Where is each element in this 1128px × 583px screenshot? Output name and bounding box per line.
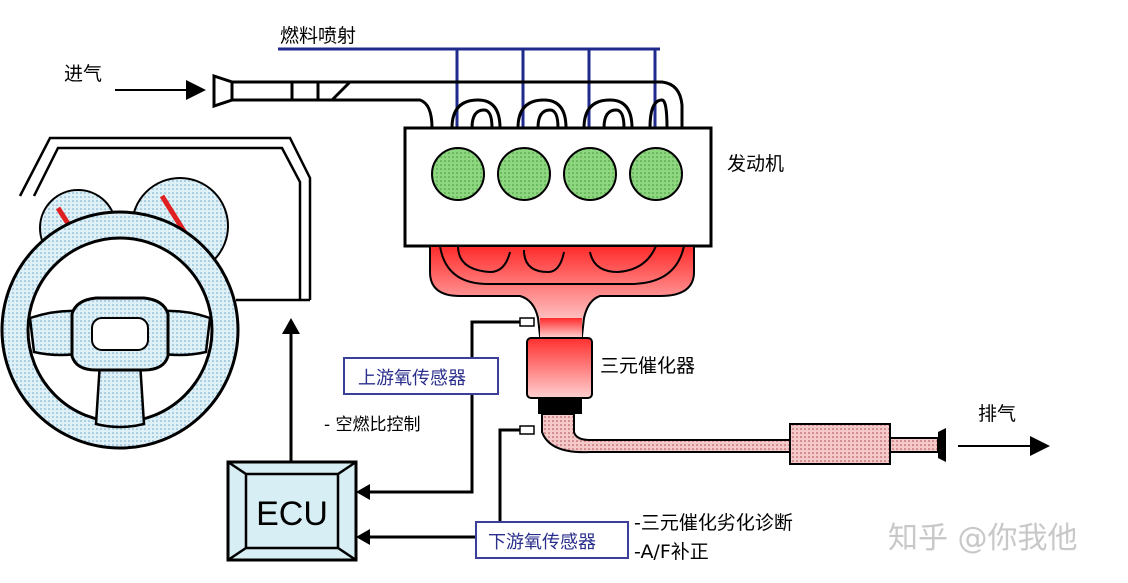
intake-label: 进气	[64, 63, 102, 85]
ecu-label: ECU	[256, 495, 328, 533]
tailpipe	[889, 437, 939, 453]
catalytic-outlet	[538, 398, 582, 414]
cylinder-2	[497, 147, 551, 201]
catalyst-diagnosis-label: -三元催化劣化诊断	[634, 512, 793, 534]
upstream-o2-sensor-box	[343, 357, 499, 395]
watermark: 知乎 @你我他	[888, 521, 1078, 556]
ecu-output-arrowhead	[282, 318, 300, 334]
fuel-injection-lines	[278, 47, 667, 160]
steering-wheel-icon	[0, 210, 240, 450]
cylinder-3	[563, 147, 617, 201]
ecu-unit	[226, 460, 358, 562]
tailpipe-tip	[938, 428, 946, 462]
upstream-o2-sensor-label: 上游氧传感器	[358, 368, 466, 389]
downstream-sensor-plug	[519, 425, 535, 435]
exhaust-runners	[439, 245, 685, 285]
catalytic-converter	[526, 337, 593, 399]
exhaust-mid	[540, 318, 582, 340]
cylinder-4	[629, 147, 683, 201]
upstream-sensor-plug	[519, 317, 535, 327]
af-correction-label: -A/F补正	[634, 541, 709, 563]
fuel-injection-label: 燃料喷射	[280, 25, 356, 47]
exhaust-pipe	[541, 413, 791, 454]
exhaust-label: 排气	[978, 403, 1016, 425]
intake-manifold	[212, 73, 684, 129]
ecu-input-arrow-1	[356, 484, 370, 500]
ecu-input-arrow-2	[356, 529, 370, 545]
air-fuel-control-label: - 空燃比控制	[324, 415, 421, 435]
catalytic-converter-label: 三元催化器	[600, 355, 695, 377]
downstream-o2-sensor-box	[475, 521, 629, 559]
cylinder-1	[431, 147, 485, 201]
muffler	[789, 423, 891, 465]
engine-label: 发动机	[727, 153, 784, 175]
downstream-o2-sensor-label: 下游氧传感器	[488, 532, 596, 553]
sensor-wiring	[362, 320, 522, 539]
dashboard-outline	[18, 136, 312, 302]
